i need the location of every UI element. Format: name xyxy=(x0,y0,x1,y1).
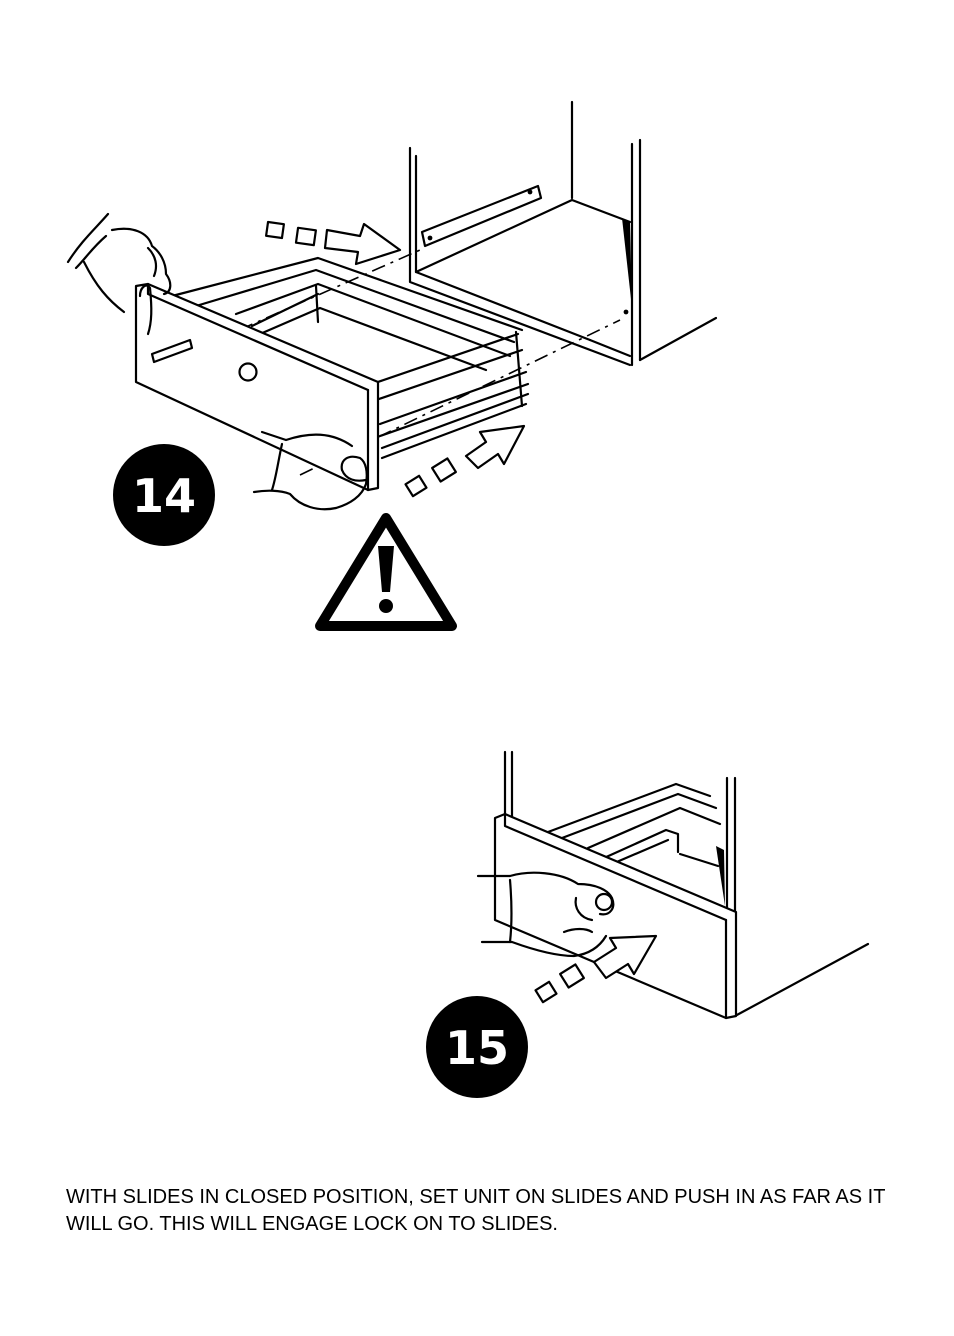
drawer-inserted xyxy=(493,782,738,1020)
alignment-line-upper xyxy=(159,249,421,366)
warning-triangle-icon xyxy=(315,513,457,631)
step-15-badge: 15 xyxy=(426,996,528,1098)
hand-lower xyxy=(252,430,368,511)
step-14-badge: 14 xyxy=(113,444,215,546)
cabinet-open xyxy=(408,100,718,367)
push-arrow-lower xyxy=(404,424,526,498)
hand-pushing xyxy=(476,871,615,958)
instruction-text: WITH SLIDES IN CLOSED POSITION, SET UNIT… xyxy=(66,1186,886,1235)
push-arrow-step-15 xyxy=(534,934,658,1004)
step-14-number: 14 xyxy=(132,469,196,523)
hand-upper xyxy=(66,212,172,336)
step-15-number: 15 xyxy=(445,1021,509,1075)
push-arrow-upper xyxy=(265,220,402,266)
step-15-illustration: 15 xyxy=(426,750,870,1098)
step-14-illustration: 14 xyxy=(66,100,718,631)
